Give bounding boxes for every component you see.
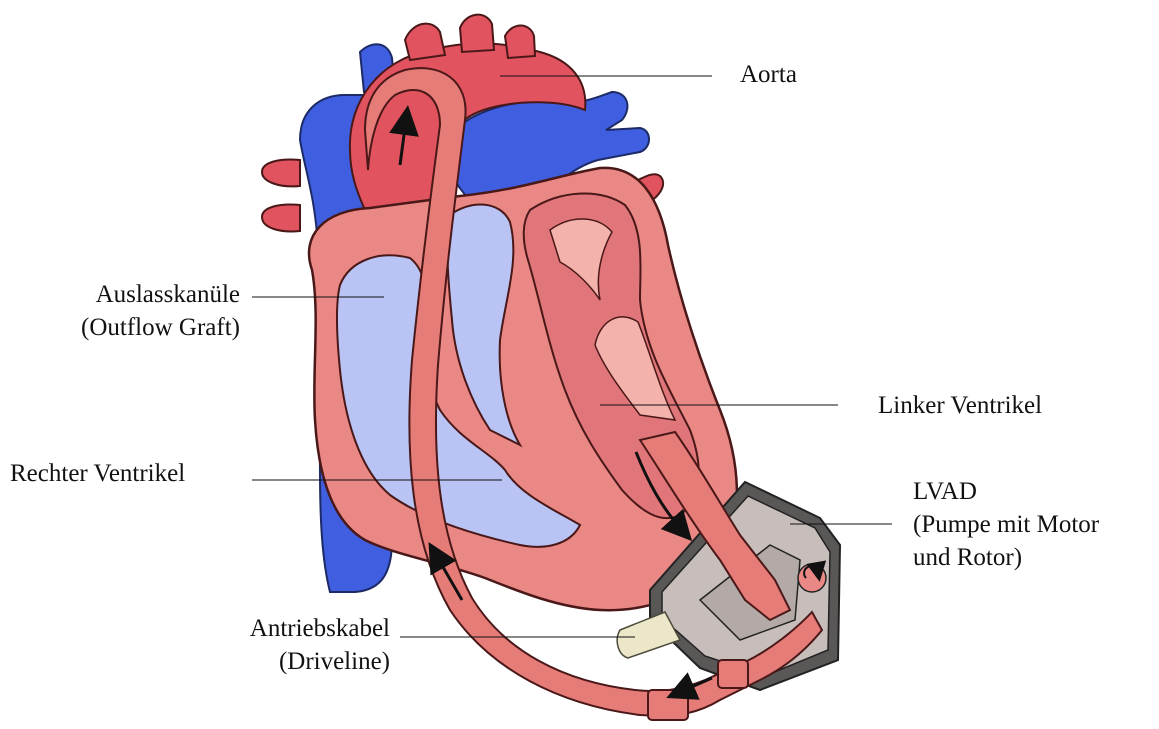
label-lvad: LVAD (Pumpe mit Motor und Rotor) (913, 475, 1099, 574)
label-left-ventricle: Linker Ventrikel (878, 389, 1042, 422)
label-outflow-graft: Auslasskanüle (Outflow Graft) (20, 278, 240, 344)
label-lvad-line2: (Pumpe mit Motor (913, 508, 1099, 541)
label-right-ventricle-text: Rechter Ventrikel (10, 460, 185, 487)
label-right-ventricle: Rechter Ventrikel (10, 457, 185, 490)
label-aorta-text: Aorta (740, 61, 797, 88)
label-left-ventricle-text: Linker Ventrikel (878, 392, 1042, 419)
label-lvad-line3: und Rotor) (913, 541, 1099, 574)
label-aorta: Aorta (740, 58, 797, 91)
label-lvad-line1: LVAD (913, 475, 1099, 508)
label-driveline-line1: Antriebskabel (180, 612, 390, 645)
label-outflow-graft-line2: (Outflow Graft) (20, 311, 240, 344)
label-driveline-line2: (Driveline) (180, 645, 390, 678)
label-outflow-graft-line1: Auslasskanüle (20, 278, 240, 311)
label-driveline: Antriebskabel (Driveline) (180, 612, 390, 678)
